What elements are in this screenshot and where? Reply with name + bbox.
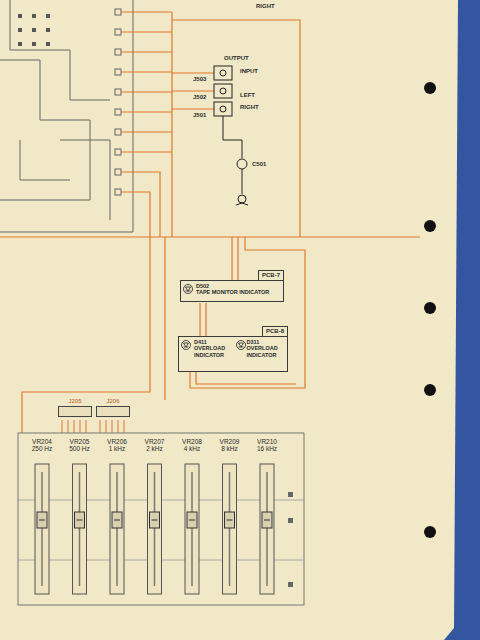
- part-number: D311: [247, 339, 285, 345]
- slider-track: [73, 464, 87, 594]
- signal-name: RIGHT: [256, 3, 275, 10]
- connector-block: J205: [58, 398, 92, 417]
- led-symbol: [184, 343, 189, 347]
- slider-track: [223, 464, 237, 594]
- paper-sheet: [0, 0, 458, 640]
- led-symbol: [184, 285, 193, 294]
- main-pcb-traces: [0, 0, 133, 232]
- part-number: J502: [193, 94, 206, 101]
- slider-track: [185, 464, 199, 594]
- ground-lug: [238, 195, 246, 203]
- part-number: J501: [193, 112, 206, 119]
- signal-name: LEFT: [240, 92, 255, 99]
- pcb-box: PCB-8D411OVERLOAD INDICATORD311OVERLOAD …: [178, 336, 288, 372]
- slider-board: [18, 433, 304, 605]
- part-number: VR207: [137, 438, 173, 445]
- part-number: VR208: [174, 438, 210, 445]
- part-number: VR209: [212, 438, 248, 445]
- led-symbol: [182, 341, 191, 350]
- part-number: C501: [252, 161, 266, 168]
- part-number: D411: [194, 339, 232, 345]
- indicator-column: D311OVERLOAD INDICATOR: [232, 339, 285, 369]
- slider-track: [35, 464, 49, 594]
- part-number: VR206: [99, 438, 135, 445]
- signal-name: RIGHT: [240, 104, 259, 111]
- signal-name: INPUT: [240, 68, 258, 75]
- part-number: J205: [58, 398, 92, 405]
- connector-housing: [58, 406, 92, 417]
- jack-assembly: [214, 66, 248, 205]
- part-name: OVERLOAD INDICATOR: [247, 345, 285, 358]
- pcb-box: PCB-7D502TAPE MONITOR INDICATOR: [180, 280, 284, 302]
- indicator-column: D502TAPE MONITOR INDICATOR: [181, 283, 280, 299]
- slider-track: [110, 464, 124, 594]
- signal-name: OUTPUT: [224, 55, 249, 62]
- slider-control: VR2084 kHz: [174, 438, 210, 453]
- part-name: TAPE MONITOR INDICATOR: [196, 289, 280, 295]
- binder-holes: [424, 82, 436, 538]
- part-name: OVERLOAD INDICATOR: [194, 345, 232, 358]
- frequency-label: 8 kHz: [212, 445, 248, 452]
- pcb-tag: PCB-7: [258, 270, 284, 281]
- slider-track: [148, 464, 162, 594]
- capacitor-symbol: [237, 159, 247, 169]
- part-number: D502: [196, 283, 280, 289]
- part-number: VR205: [62, 438, 98, 445]
- part-number: J206: [96, 398, 130, 405]
- slider-control: VR2072 kHz: [137, 438, 173, 453]
- frequency-label: 2 kHz: [137, 445, 173, 452]
- part-number: J503: [193, 76, 206, 83]
- part-number: VR204: [24, 438, 60, 445]
- wiring: [0, 12, 420, 433]
- frequency-label: 250 Hz: [24, 445, 60, 452]
- slider-track: [260, 464, 274, 594]
- indicator-column: D411OVERLOAD INDICATOR: [179, 339, 232, 369]
- slider-control: VR204250 Hz: [24, 438, 60, 453]
- part-number: VR210: [249, 438, 285, 445]
- frequency-label: 500 Hz: [62, 445, 98, 452]
- led-symbol: [186, 287, 191, 291]
- slider-control: VR205500 Hz: [62, 438, 98, 453]
- frequency-label: 16 kHz: [249, 445, 285, 452]
- slider-control: VR2098 kHz: [212, 438, 248, 453]
- led-symbol: [237, 341, 246, 350]
- slider-control: VR21016 kHz: [249, 438, 285, 453]
- led-symbol: [239, 343, 244, 347]
- connector-housing: [96, 406, 130, 417]
- pcb-tag: PCB-8: [262, 326, 288, 337]
- frequency-label: 1 kHz: [99, 445, 135, 452]
- connector-block: J206: [96, 398, 130, 417]
- frequency-label: 4 kHz: [174, 445, 210, 452]
- slider-control: VR2061 kHz: [99, 438, 135, 453]
